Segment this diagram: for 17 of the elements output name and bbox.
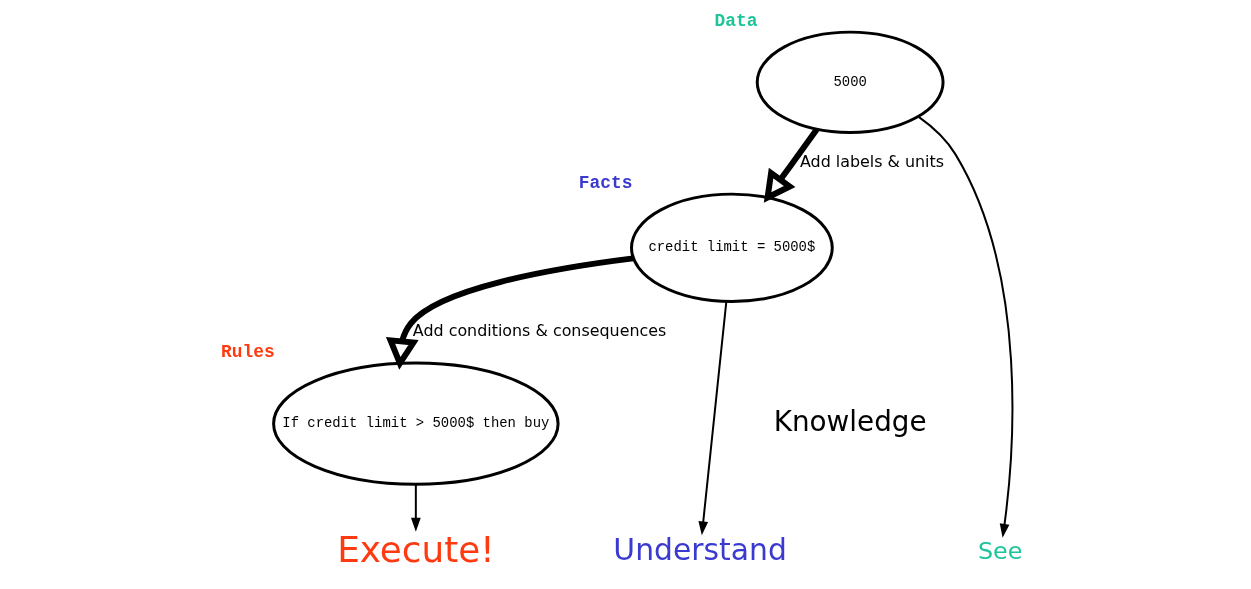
edge-label: Add conditions & consequences (412, 321, 666, 341)
arrow (410, 483, 421, 532)
arrow (697, 300, 727, 536)
arrow (763, 127, 819, 203)
node-text: Understand (612, 532, 787, 568)
label: Knowledge (773, 404, 927, 438)
node-label: Facts (578, 172, 632, 193)
node-ellipse: If credit limit > 5000$ then buy (271, 361, 560, 486)
arrow (916, 115, 1013, 538)
edge-label: Add labels & units (799, 152, 944, 172)
arrow (385, 255, 633, 370)
node-label: Data (713, 10, 757, 31)
node-label: Rules (220, 341, 275, 362)
node-text: Execute! (336, 528, 495, 570)
node-text: See (977, 537, 1022, 566)
node-ellipse: credit limit = 5000$ (629, 192, 834, 303)
node-ellipse: 5000 (755, 30, 945, 134)
